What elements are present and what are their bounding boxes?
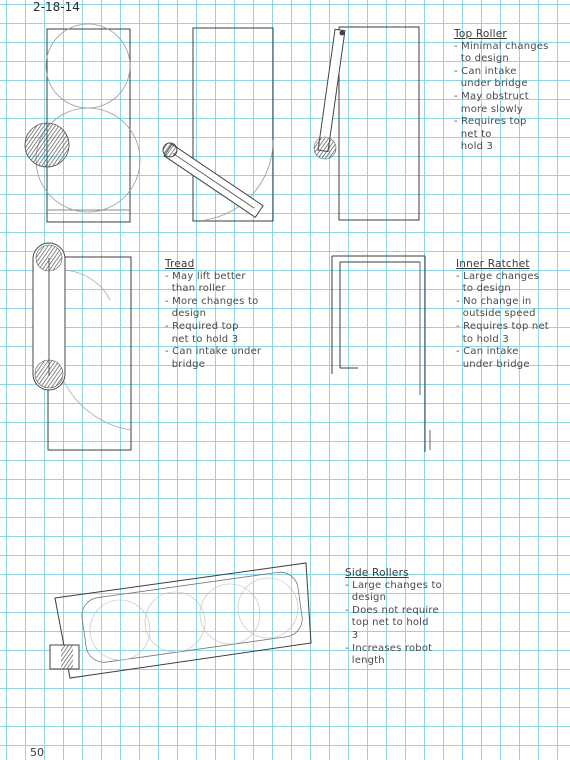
note-title: Tread: [165, 258, 305, 271]
note-item: - Requires top net to hold 3: [456, 321, 564, 346]
note-item: - Required top net to hold 3: [165, 321, 305, 346]
sketch-frame-inner-ratchet: [332, 256, 430, 452]
note-item: - May lift better than roller: [165, 271, 305, 296]
sketch-frame-vertical-arm: [314, 27, 419, 220]
note-title: Side Rollers: [345, 567, 485, 580]
note-item: - Increases robot length: [345, 643, 485, 668]
page-date: 2-18-14: [33, 0, 80, 14]
sketch-frame-side-rollers: [50, 563, 311, 678]
sketch-frame-two-circles: [36, 24, 140, 222]
note-tread: Tread - May lift better than roller - Mo…: [165, 258, 305, 371]
note-title: Inner Ratchet: [456, 258, 564, 271]
note-item: - Minimal changes to design: [454, 41, 564, 66]
note-item: - No change in outside speed: [456, 296, 564, 321]
note-item: - May obstruct more slowly: [454, 91, 564, 116]
hatched-roller-1: [25, 123, 69, 167]
note-item: - More changes to design: [165, 296, 305, 321]
note-side-rollers: Side Rollers - Large changes to design -…: [345, 567, 485, 668]
note-title: Top Roller: [454, 28, 564, 41]
note-item: - Does not require top net to hold 3: [345, 605, 485, 643]
page-number: 50: [30, 746, 44, 759]
note-item: - Can intake under bridge: [456, 346, 564, 371]
note-item: - Can intake under bridge: [454, 66, 564, 91]
note-top-roller: Top Roller - Minimal changes to design -…: [454, 28, 564, 154]
note-item: - Can intake under bridge: [165, 346, 305, 371]
sketch-frame-tread: [33, 243, 131, 450]
note-item: - Large changes to design: [345, 580, 485, 605]
sketch-frame-tilted-arm: [163, 28, 273, 221]
note-item: - Requires top net to hold 3: [454, 116, 564, 154]
note-item: - Large changes to design: [456, 271, 564, 296]
note-inner-ratchet: Inner Ratchet - Large changes to design …: [456, 258, 564, 371]
